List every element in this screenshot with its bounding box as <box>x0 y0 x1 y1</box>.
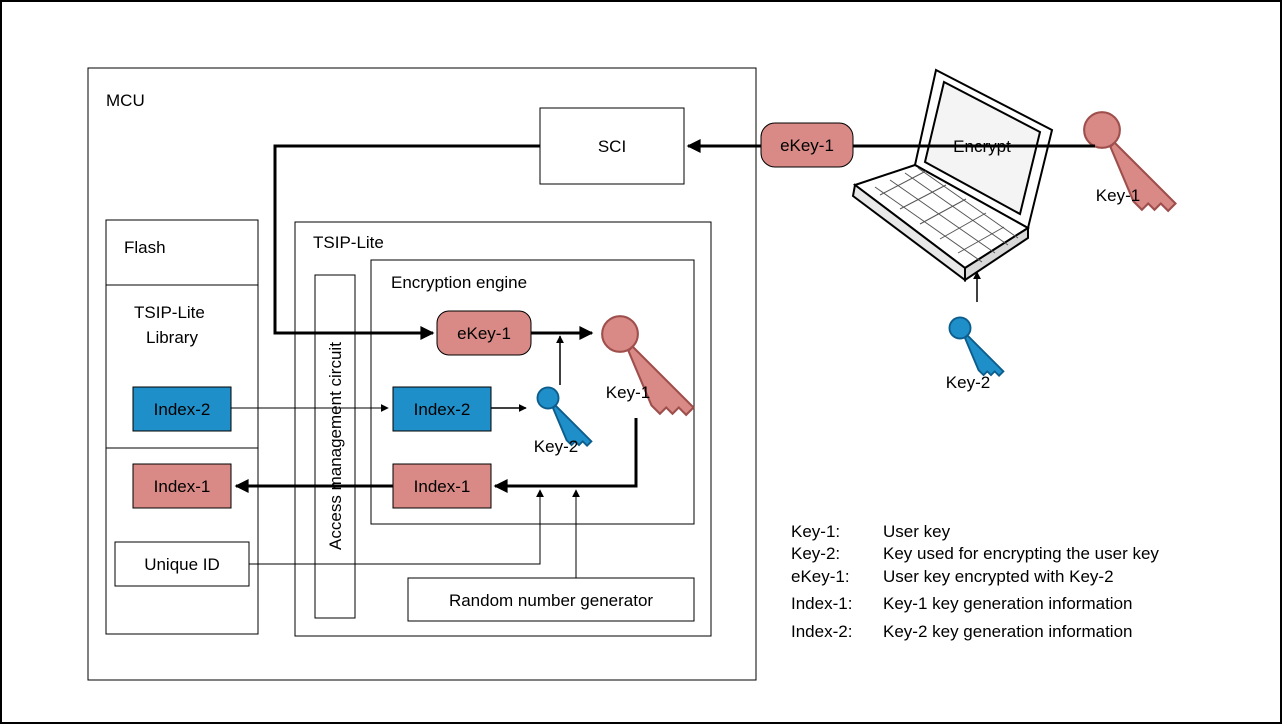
outside-key2-icon <box>948 316 1005 377</box>
outside-key1-label: Key-1 <box>1096 186 1140 205</box>
rng-label: Random number generator <box>449 591 653 610</box>
flash-index2-label: Index-2 <box>154 400 211 419</box>
sci-to-engine-arrow <box>273 144 540 340</box>
sci-block <box>539 107 685 185</box>
legend-term: Key-2: <box>791 544 840 563</box>
engine-index1-label: Index-1 <box>414 477 471 496</box>
legend-desc: User key encrypted with Key-2 <box>883 567 1114 586</box>
transfer-ekey1-label: eKey-1 <box>780 136 834 155</box>
engine-ekey1-label: eKey-1 <box>457 324 511 343</box>
engine-key2-label: Key-2 <box>534 437 578 456</box>
legend: Key-1: User key Key-2: Key used for encr… <box>791 522 1159 641</box>
legend-term: Key-1: <box>791 522 840 541</box>
flash-index1-label: Index-1 <box>154 477 211 496</box>
engine-index2-label: Index-2 <box>414 400 471 419</box>
tsip-lite-label: TSIP-Lite <box>313 233 384 252</box>
legend-term: Index-2: <box>791 622 852 641</box>
library-label-line2: Library <box>146 328 198 347</box>
flash-index1-box <box>132 463 232 509</box>
legend-desc: Key-1 key generation information <box>883 594 1132 613</box>
legend-term: Index-1: <box>791 594 852 613</box>
legend-desc: Key used for encrypting the user key <box>883 544 1159 563</box>
engine-index2-box <box>392 386 492 432</box>
unique-id-label: Unique ID <box>144 555 220 574</box>
sci-label: SCI <box>598 137 626 156</box>
unique-id-box <box>114 541 250 587</box>
legend-term: eKey-1: <box>791 567 850 586</box>
transfer-ekey1-box <box>760 122 854 168</box>
legend-desc: User key <box>883 522 951 541</box>
unique-id-arrow <box>249 489 544 565</box>
library-label-line1: TSIP-Lite <box>134 303 205 322</box>
legend-desc: Key-2 key generation information <box>883 622 1132 641</box>
encryption-engine-label: Encryption engine <box>391 273 527 292</box>
rng-block <box>407 577 695 622</box>
laptop-icon <box>851 68 1054 282</box>
outside-key2-label: Key-2 <box>946 373 990 392</box>
engine-key1-label: Key-1 <box>606 383 650 402</box>
key1-to-index1-arrow <box>493 418 638 493</box>
engine-index1-box <box>392 463 492 509</box>
flash-label: Flash <box>124 238 166 257</box>
flash-index2-box <box>132 386 232 432</box>
access-circuit-label: Access management circuit <box>326 342 345 550</box>
mcu-label: MCU <box>106 91 145 110</box>
